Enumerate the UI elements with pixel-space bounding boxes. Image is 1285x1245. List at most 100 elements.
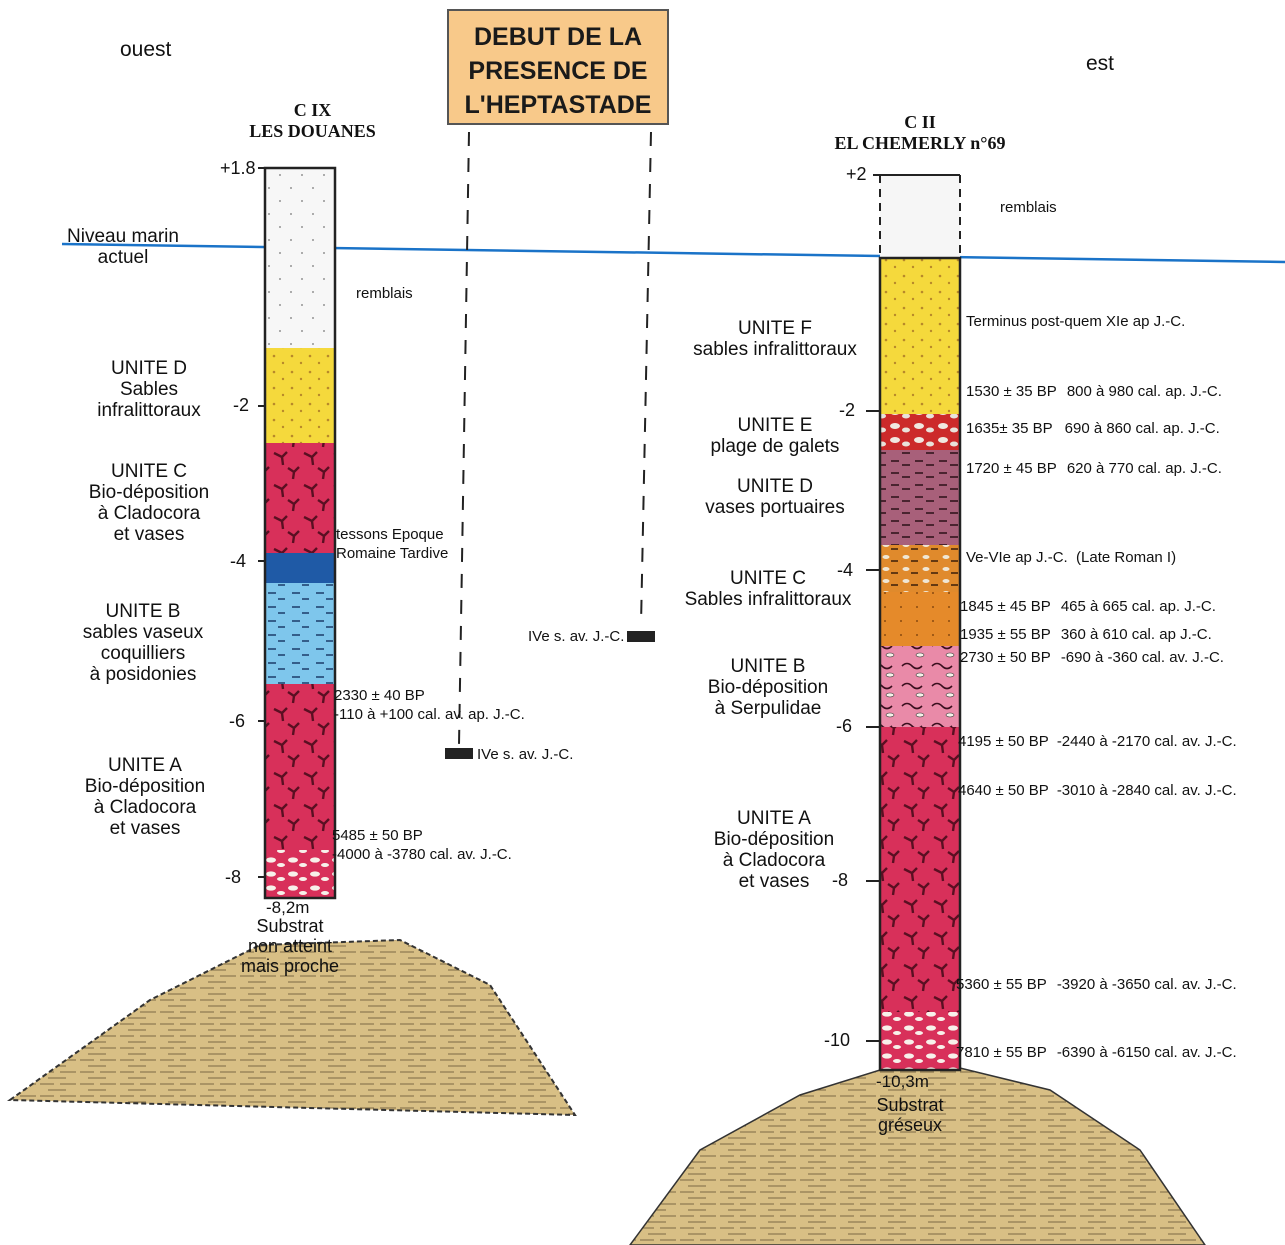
right-top-label: +2 [846, 164, 867, 185]
left-layer-unite-b [265, 583, 335, 684]
right-date-7810-cal: -6390 à -6150 cal. av. J.-C. [1057, 1044, 1237, 1061]
left-remblais-label: remblais [356, 284, 413, 303]
title-line-1: DEBUT DE LA [449, 20, 667, 54]
right-date-7810: 7810 ± 55 BP-6390 à -6150 cal. av. J.-C. [956, 1044, 1237, 1061]
right-unit-a-name: UNITE A [679, 808, 869, 829]
left-date-2330-bp: 2330 ± 40 BP [334, 686, 525, 705]
left-unit-d-desc2: infralittoraux [70, 400, 228, 421]
right-date-1530-bp: 1530 ± 35 BP [966, 383, 1057, 400]
left-tick-label-6: -6 [229, 711, 245, 732]
left-core-site: LES DOUANES [230, 121, 395, 142]
left-annotation-tessons: tessons Epoque Romaine Tardive [336, 525, 448, 563]
right-layer-unite-f [880, 258, 960, 414]
east-label: est [1086, 52, 1114, 76]
left-date-2330: 2330 ± 40 BP -110 à +100 cal. av. ap. J.… [334, 686, 525, 724]
left-layer-unite-a [265, 684, 335, 850]
left-unit-c-desc3: et vases [70, 524, 228, 545]
left-unit-c: UNITE C Bio-déposition à Cladocora et va… [70, 461, 228, 545]
right-date-1720-bp: 1720 ± 45 BP [966, 460, 1057, 477]
right-layer-remblais [880, 175, 960, 258]
right-unit-e-desc: plage de galets [680, 436, 870, 457]
heptastade-right-marker-label: IVe s. av. J.-C. [528, 627, 624, 646]
left-date-5485: 5485 ± 50 BP -4000 à -3780 cal. av. J.-C… [332, 826, 512, 864]
right-unit-c-desc: Sables infralittoraux [673, 589, 863, 610]
left-unit-d-desc1: Sables [70, 379, 228, 400]
left-substrate-line1: Substrat [225, 916, 355, 936]
right-core-id: C II [825, 112, 1015, 133]
left-tick-label-4: -4 [230, 551, 246, 572]
right-date-4640: 4640 ± 50 BP-3010 à -2840 cal. av. J.-C. [958, 782, 1237, 799]
right-date-terminus: Terminus post-quem XIe ap J.-C. [966, 313, 1185, 330]
left-unit-c-desc1: Bio-déposition [70, 482, 228, 503]
left-unit-c-desc2: à Cladocora [70, 503, 228, 524]
right-date-4195: 4195 ± 50 BP-2440 à -2170 cal. av. J.-C. [958, 733, 1237, 750]
right-unit-a-desc2: à Cladocora [679, 850, 869, 871]
right-date-terminus-cal: Terminus post-quem XIe ap J.-C. [966, 313, 1185, 330]
heptastade-left-marker-label: IVe s. av. J.-C. [477, 745, 573, 764]
right-unit-b-desc1: Bio-déposition [673, 677, 863, 698]
left-substrate-label: Substrat non atteint mais proche [225, 916, 355, 976]
left-unit-b-desc3: à posidonies [64, 664, 222, 685]
right-date-1935: 1935 ± 55 BP 360 à 610 cal. ap J.-C. [960, 626, 1212, 643]
left-unit-b-desc2: coquilliers [64, 643, 222, 664]
right-unit-f-desc: sables infralittoraux [680, 339, 870, 360]
left-layer-remblais [265, 168, 335, 348]
left-annotation-tessons-1: tessons Epoque [336, 525, 448, 544]
left-layer-dark-blue [265, 553, 335, 583]
right-unit-c: UNITE C Sables infralittoraux [673, 568, 863, 610]
left-top-label: +1.8 [220, 158, 256, 179]
right-unit-c-name: UNITE C [673, 568, 863, 589]
left-unit-b-name: UNITE B [64, 601, 222, 622]
right-layer-unite-e [880, 414, 960, 450]
right-date-2730: 2730 ± 50 BP-690 à -360 cal. av. J.-C. [960, 649, 1224, 666]
left-annotation-tessons-2: Romaine Tardive [336, 544, 448, 563]
sea-level-line2: actuel [66, 247, 180, 268]
left-core-title: C IX LES DOUANES [230, 100, 395, 142]
left-base-depth: -8,2m [266, 898, 309, 918]
right-layer-unite-a-shells [880, 1012, 960, 1070]
right-tick-label-10: -10 [824, 1030, 850, 1051]
left-unit-a-name: UNITE A [66, 755, 224, 776]
sea-level-line1: Niveau marin [66, 226, 180, 247]
right-date-2730-cal: -690 à -360 cal. av. J.-C. [1061, 649, 1224, 666]
right-unit-d-name: UNITE D [680, 476, 870, 497]
right-date-1935-bp: 1935 ± 55 BP [960, 626, 1051, 643]
left-unit-b-desc1: sables vaseux [64, 622, 222, 643]
heptastade-left-marker [445, 748, 473, 759]
right-date-1845-cal: 465 à 665 cal. ap. J.-C. [1061, 598, 1216, 615]
left-unit-a: UNITE A Bio-déposition à Cladocora et va… [66, 755, 224, 839]
sea-level-label: Niveau marin actuel [66, 226, 180, 268]
right-layer-unite-c [880, 592, 960, 646]
right-date-5360-bp: 5360 ± 55 BP [956, 976, 1047, 993]
right-tick-label-6: -6 [836, 716, 852, 737]
right-substrate-line1: Substrat [850, 1095, 970, 1115]
left-unit-b: UNITE B sables vaseux coquilliers à posi… [64, 601, 222, 685]
left-date-5485-bp: 5485 ± 50 BP [332, 826, 512, 845]
right-substrate-line2: gréseux [850, 1115, 970, 1135]
right-unit-a: UNITE A Bio-déposition à Cladocora et va… [679, 808, 869, 892]
left-tick-label-2: -2 [233, 395, 249, 416]
left-date-2330-cal: -110 à +100 cal. av. ap. J.-C. [334, 705, 525, 724]
left-unit-d-name: UNITE D [70, 358, 228, 379]
left-layer-unite-a-shells [265, 850, 335, 898]
left-unit-a-desc3: et vases [66, 818, 224, 839]
right-unit-b-desc2: à Serpulidae [673, 698, 863, 719]
right-date-4195-cal: -2440 à -2170 cal. av. J.-C. [1057, 733, 1237, 750]
right-unit-a-desc1: Bio-déposition [679, 829, 869, 850]
heptastade-right-dash [641, 132, 651, 625]
right-date-4640-bp: 4640 ± 50 BP [958, 782, 1049, 799]
right-date-1935-cal: 360 à 610 cal. ap J.-C. [1061, 626, 1212, 643]
right-date-5360-cal: -3920 à -3650 cal. av. J.-C. [1057, 976, 1237, 993]
right-date-1530-cal: 800 à 980 cal. ap. J.-C. [1067, 383, 1222, 400]
heptastade-left-dash [459, 132, 469, 745]
right-date-5360: 5360 ± 55 BP -3920 à -3650 cal. av. J.-C. [956, 976, 1237, 993]
right-date-late-roman: Ve-VIe ap J.-C. (Late Roman I) [966, 549, 1176, 566]
sea-level-line [62, 244, 1285, 262]
left-layer-unite-c [265, 443, 335, 553]
right-date-late-roman-cal: Ve-VIe ap J.-C. (Late Roman I) [966, 549, 1176, 566]
right-layer-unite-b [880, 646, 960, 727]
right-layer-unite-c-mix [880, 545, 960, 592]
